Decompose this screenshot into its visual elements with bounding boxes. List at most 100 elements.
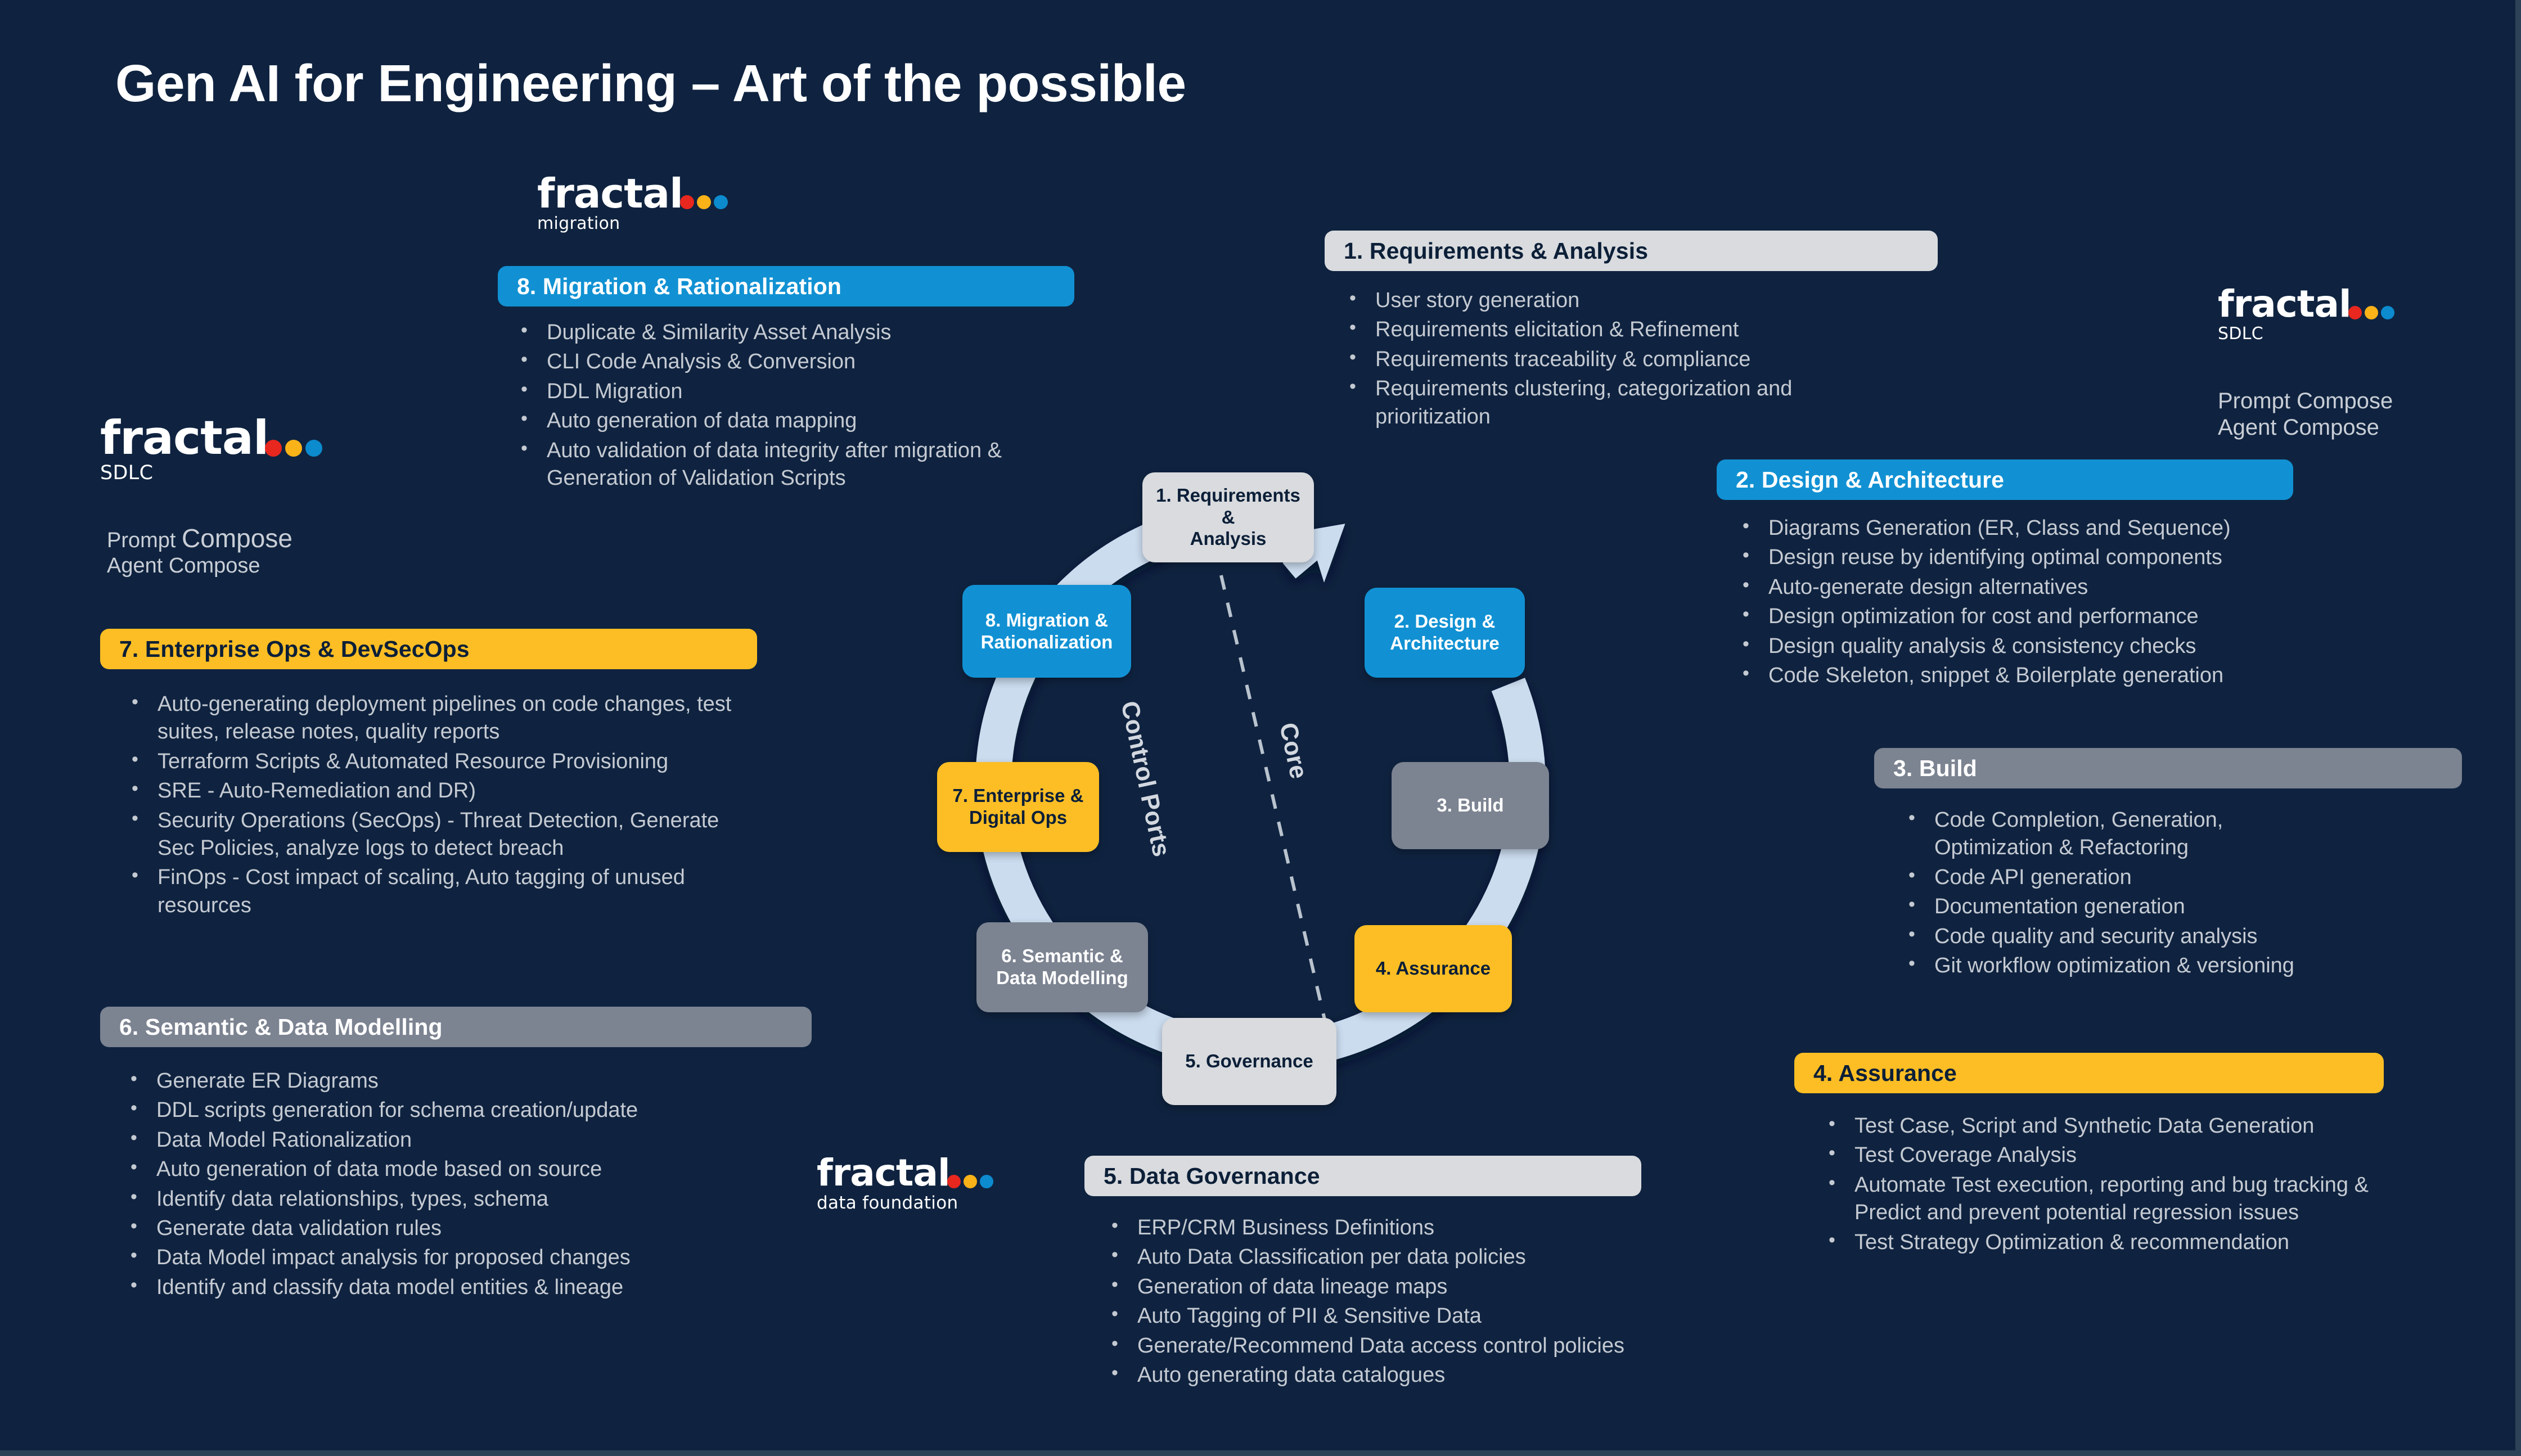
logo-dots [947, 1174, 993, 1188]
cycle-node-5-governance[interactable]: 5. Governance [1162, 1018, 1336, 1105]
compose-block-left: Prompt Compose Agent Compose [107, 523, 292, 579]
cycle-node-label: 4. Assurance [1375, 958, 1491, 979]
list-item: Generate ER Diagrams [121, 1066, 813, 1095]
logo-dot-blue [713, 195, 728, 210]
cycle-node-6-semantic-data-modelling[interactable]: 6. Semantic &Data Modelling [976, 922, 1148, 1012]
list-item: Auto Data Classification per data polici… [1102, 1242, 1637, 1271]
logo-dot-yellow [963, 1174, 977, 1188]
logo-fractal-data-foundation: fractal data foundation [817, 1151, 993, 1213]
list-item: Requirements traceability & compliance [1340, 345, 1903, 373]
panel-7-bullets: Auto-generating deployment pipelines on … [123, 689, 755, 919]
cycle-node-label: 3. Build [1437, 795, 1504, 816]
list-item: DDL scripts generation for schema creati… [121, 1096, 813, 1124]
panel-6-header: 6. Semantic & Data Modelling [100, 1007, 812, 1047]
panel-6-semantic-data-modelling: 6. Semantic & Data Modelling Generate ER… [100, 1007, 812, 1310]
list-item: Requirements clustering, categorization … [1340, 374, 1903, 431]
cycle-node-3-build[interactable]: 3. Build [1392, 762, 1549, 849]
panel-8-header: 8. Migration & Rationalization [498, 266, 1074, 306]
cycle-node-8-migration-rationalization[interactable]: 8. Migration &Rationalization [962, 585, 1131, 678]
core-control-divider [1219, 575, 1332, 1047]
list-item: Test Case, Script and Synthetic Data Gen… [1820, 1111, 2374, 1140]
logo-subtitle: migration [537, 214, 620, 234]
list-item: Terraform Scripts & Automated Resource P… [123, 747, 755, 776]
list-item: Auto generating data catalogues [1102, 1360, 1637, 1389]
logo-wordmark: fractal [100, 411, 323, 465]
cycle-node-4-assurance[interactable]: 4. Assurance [1354, 925, 1512, 1012]
logo-dots [679, 195, 728, 210]
cycle-node-label: 8. Migration &Rationalization [980, 609, 1113, 652]
logo-dot-yellow [2364, 305, 2378, 319]
panel-4-assurance: 4. Assurance Test Case, Script and Synth… [1794, 1053, 2384, 1265]
list-item: Documentation generation [1899, 892, 2344, 921]
list-item: Auto generation of data mode based on so… [121, 1155, 813, 1183]
panel-1-requirements-analysis: 1. Requirements & Analysis User story ge… [1325, 231, 1938, 440]
list-item: Code quality and security analysis [1899, 922, 2344, 950]
logo-dot-blue [305, 439, 323, 457]
logo-dot-red [2348, 305, 2362, 319]
logo-wordmark: fractal [817, 1151, 993, 1194]
panel-5-bullets: ERP/CRM Business Definitions Auto Data C… [1102, 1213, 1637, 1389]
list-item: Generate data validation rules [121, 1214, 813, 1242]
logo-subtitle: SDLC [100, 461, 154, 484]
agent-compose-line: Agent Compose [2218, 415, 2379, 440]
cycle-node-label: 2. Design &Architecture [1390, 611, 1500, 653]
prompt-label: Prompt [107, 529, 182, 552]
logo-wordmark: fractal [537, 170, 728, 217]
list-item: ERP/CRM Business Definitions [1102, 1213, 1637, 1242]
list-item: CLI Code Analysis & Conversion [512, 347, 1063, 376]
logo-fractal-sdlc-left: fractal SDLC [100, 411, 323, 484]
list-item: Code API generation [1899, 863, 2344, 891]
panel-1-bullets: User story generation Requirements elici… [1340, 286, 1903, 431]
list-item: Design reuse by identifying optimal comp… [1734, 543, 2296, 571]
list-item: Design quality analysis & consistency ch… [1734, 632, 2296, 660]
logo-word-text: fractal [537, 170, 683, 217]
list-item: Code Completion, Generation, Optimizatio… [1899, 805, 2344, 862]
list-item: Auto generation of data mapping [512, 406, 1063, 435]
list-item: Data Model impact analysis for proposed … [121, 1243, 813, 1272]
list-item: Auto-generate design alternatives [1734, 573, 2296, 601]
prompt-compose-line: Prompt Compose [107, 523, 292, 553]
logo-subtitle: SDLC [2218, 323, 2264, 344]
panel-2-header: 2. Design & Architecture [1717, 459, 2293, 500]
list-item: Data Model Rationalization [121, 1125, 813, 1154]
logo-wordmark: fractal [2218, 286, 2394, 322]
panel-3-build: 3. Build Code Completion, Generation, Op… [1874, 748, 2462, 989]
panel-1-header: 1. Requirements & Analysis [1325, 231, 1938, 271]
list-item: Diagrams Generation (ER, Class and Seque… [1734, 513, 2296, 542]
list-item: Auto Tagging of PII & Sensitive Data [1102, 1301, 1637, 1330]
logo-subtitle: data foundation [817, 1192, 958, 1213]
list-item: Requirements elicitation & Refinement [1340, 315, 1903, 344]
panel-5-data-governance: 5. Data Governance ERP/CRM Business Defi… [1084, 1156, 1641, 1398]
logo-dot-red [679, 195, 694, 210]
logo-fractal-migration: fractal migration [537, 170, 728, 234]
compose-label: Compose [182, 524, 292, 553]
cycle-node-7-enterprise-digital-ops[interactable]: 7. Enterprise &Digital Ops [937, 762, 1099, 852]
cycle-node-1-requirements-analysis[interactable]: 1. Requirements &Analysis [1142, 472, 1314, 562]
page-title: Gen AI for Engineering – Art of the poss… [115, 54, 1186, 112]
logo-dot-yellow [696, 195, 711, 210]
logo-dot-red [947, 1174, 961, 1188]
list-item: FinOps - Cost impact of scaling, Auto ta… [123, 863, 755, 919]
list-item: Code Skeleton, snippet & Boilerplate gen… [1734, 661, 2296, 689]
list-item: Git workflow optimization & versioning [1899, 951, 2344, 980]
logo-dot-red [265, 439, 282, 457]
panel-3-header: 3. Build [1874, 748, 2462, 788]
logo-dots [2348, 305, 2394, 319]
list-item: Automate Test execution, reporting and b… [1820, 1170, 2374, 1227]
panel-2-bullets: Diagrams Generation (ER, Class and Seque… [1734, 513, 2296, 689]
panel-8-migration-rationalization: 8. Migration & Rationalization Duplicate… [498, 266, 1074, 501]
panel-8-bullets: Duplicate & Similarity Asset Analysis CL… [512, 318, 1063, 492]
list-item: Test Strategy Optimization & recommendat… [1820, 1228, 2374, 1256]
list-item: Generation of data lineage maps [1102, 1272, 1637, 1301]
panel-7-enterprise-ops-devsecops: 7. Enterprise Ops & DevSecOps Auto-gener… [100, 629, 757, 928]
logo-dot-yellow [285, 439, 303, 457]
list-item: Test Coverage Analysis [1820, 1141, 2374, 1169]
sdlc-cycle-diagram: Control Ports Core 1. Requirements &Anal… [898, 450, 1623, 1125]
logo-word-text: fractal [817, 1151, 951, 1194]
logo-word-text: fractal [100, 411, 269, 465]
cycle-node-2-design-architecture[interactable]: 2. Design &Architecture [1365, 588, 1525, 678]
list-item: Duplicate & Similarity Asset Analysis [512, 318, 1063, 346]
list-item: DDL Migration [512, 377, 1063, 405]
panel-4-bullets: Test Case, Script and Synthetic Data Gen… [1820, 1111, 2374, 1256]
